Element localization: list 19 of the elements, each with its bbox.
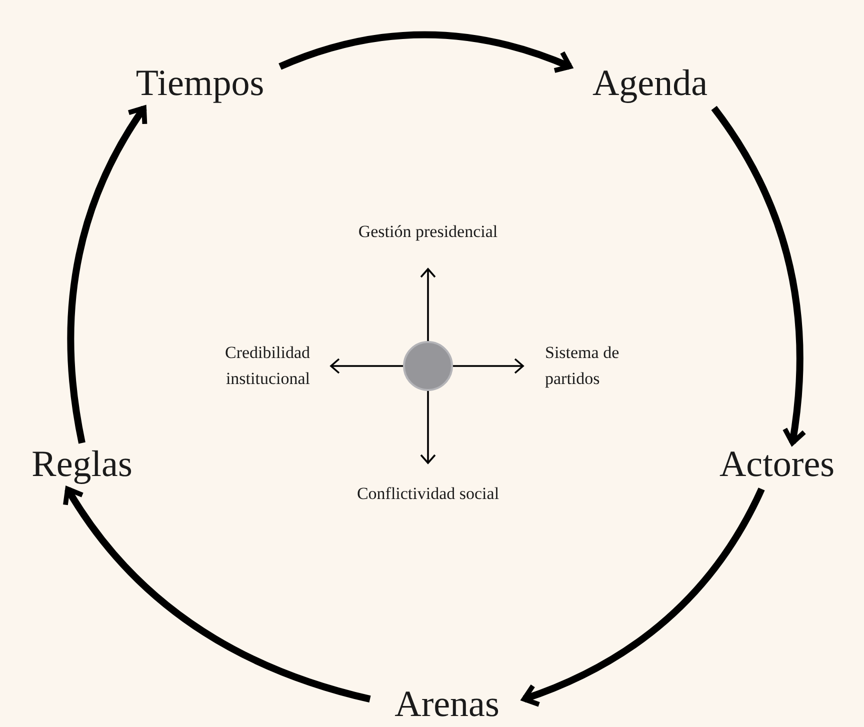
stage-label: Arenas — [370, 683, 524, 727]
dimension-label: Conflictividad social — [336, 463, 520, 507]
arrow — [420, 268, 436, 341]
stage-label: Tiempos — [120, 62, 280, 108]
stage-label: Agenda — [570, 62, 730, 108]
stage-label: Reglas — [10, 443, 154, 489]
dimension-label: Gestión presidencial — [336, 219, 520, 269]
center-circle — [403, 341, 453, 391]
arrow — [420, 391, 436, 464]
arrow — [330, 358, 403, 374]
curved-arrow — [67, 106, 148, 444]
curved-arrow — [278, 31, 572, 74]
arrow — [453, 358, 524, 374]
curved-arrow — [64, 486, 371, 702]
stage-label: Actores — [700, 443, 854, 489]
dimension-label: Sistema de partidos — [523, 340, 659, 392]
curved-arrow — [711, 106, 806, 446]
dimension-label: Credibilidad institucional — [180, 340, 331, 392]
curved-arrow — [522, 487, 765, 706]
